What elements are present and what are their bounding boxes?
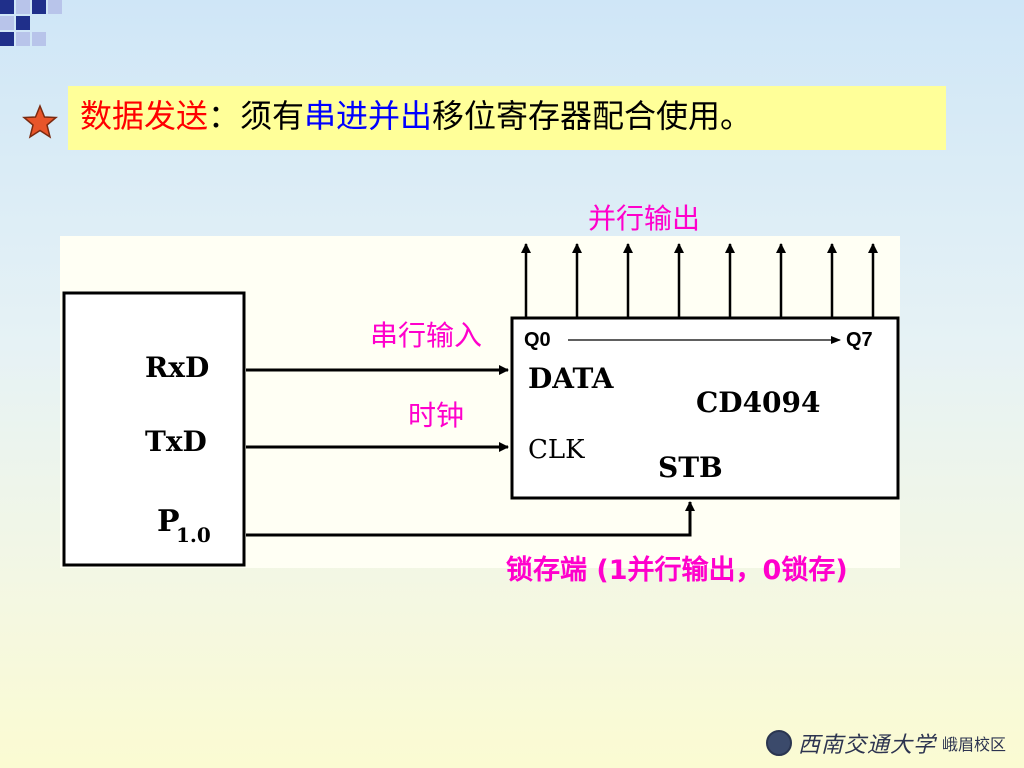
- mcu-pin-txd: TxD: [145, 425, 207, 458]
- slide-title: 数据发送：须有串进并出移位寄存器配合使用。: [80, 96, 752, 136]
- university-logo: 西南交通大学 峨眉校区: [765, 724, 1006, 762]
- title-text-a: ：须有: [208, 97, 305, 135]
- parallel-output-arrows: [521, 243, 878, 318]
- title-text-b: 移位寄存器配合使用。: [432, 97, 753, 135]
- university-name: 西南交通大学: [797, 733, 936, 758]
- latch-label: 锁存端 (1并行输出，0锁存): [506, 555, 848, 586]
- mcu-pin-p: P: [157, 504, 180, 539]
- mcu-box: [62, 291, 246, 567]
- campus-name: 峨眉校区: [941, 735, 1006, 754]
- title-emphasis-send: 数据发送: [80, 97, 209, 135]
- q7-label: Q7: [846, 329, 873, 351]
- p10-to-stb-wire: [246, 501, 695, 537]
- clock-label: 时钟: [408, 399, 465, 432]
- pin-data-label: DATA: [528, 362, 615, 395]
- pin-clk-label: CLK: [528, 435, 585, 465]
- mcu-pin-p-subscript: 1.0: [176, 523, 211, 547]
- university-emblem-icon: [765, 730, 792, 756]
- chip-name: CD4094: [696, 386, 821, 419]
- cd4094-box: [510, 316, 900, 500]
- star-icon: [22, 104, 58, 139]
- title-emphasis-sipo: 串进并出: [304, 97, 433, 135]
- mcu-pin-rxd: RxD: [145, 351, 209, 384]
- serial-input-label: 串行输入: [370, 319, 483, 352]
- pin-stb-label: STB: [658, 451, 723, 484]
- q0-label: Q0: [524, 329, 551, 351]
- parallel-output-label: 并行输出: [588, 202, 701, 235]
- title-box: 数据发送：须有串进并出移位寄存器配合使用。: [68, 86, 946, 150]
- corner-decoration: [0, 0, 80, 60]
